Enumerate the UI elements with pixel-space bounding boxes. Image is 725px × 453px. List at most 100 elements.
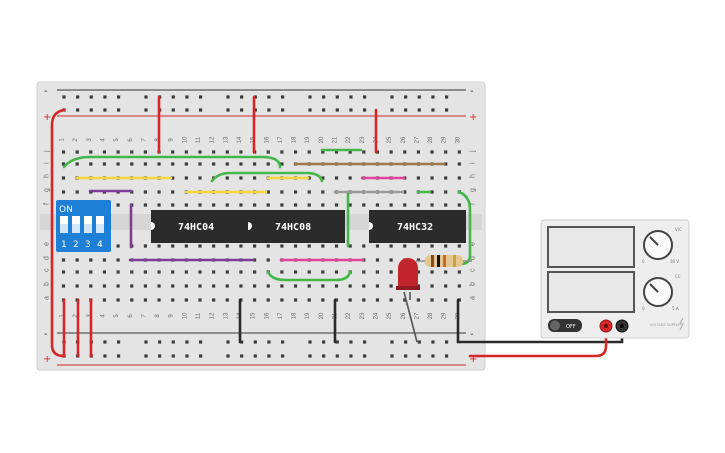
rail-hole[interactable] [62, 95, 66, 99]
rail-hole[interactable] [417, 108, 421, 112]
breadboard-hole[interactable] [293, 270, 298, 274]
breadboard-hole[interactable] [225, 298, 229, 302]
breadboard-hole[interactable] [61, 176, 66, 180]
breadboard-hole[interactable] [171, 270, 175, 274]
breadboard-hole[interactable] [334, 203, 339, 207]
rail-hole[interactable] [335, 95, 339, 99]
breadboard-hole[interactable] [430, 270, 434, 274]
power-supply[interactable]: V/C CC 0 30 V 0 5 A OFF VOLTAGE SUPPLY [540, 219, 690, 339]
breadboard-hole[interactable] [143, 203, 147, 207]
breadboard-hole[interactable] [184, 150, 188, 154]
breadboard-hole[interactable] [239, 203, 243, 207]
wire-red-rail-loop[interactable] [50, 108, 66, 358]
rail-hole[interactable] [267, 340, 271, 344]
rail-hole[interactable] [171, 108, 175, 112]
rail-hole[interactable] [431, 95, 435, 99]
rail-hole[interactable] [185, 108, 189, 112]
breadboard-hole[interactable] [280, 244, 284, 248]
rail-hole[interactable] [199, 340, 203, 344]
breadboard-hole[interactable] [157, 162, 161, 166]
breadboard-hole[interactable] [416, 244, 420, 248]
rail-hole[interactable] [308, 354, 312, 358]
breadboard-hole[interactable] [293, 150, 298, 154]
rail-hole[interactable] [144, 108, 148, 112]
breadboard-hole[interactable] [61, 258, 66, 262]
breadboard-hole[interactable] [348, 176, 352, 180]
breadboard-hole[interactable] [403, 150, 407, 154]
breadboard-hole[interactable] [293, 190, 298, 194]
breadboard-hole[interactable] [116, 244, 120, 248]
breadboard-hole[interactable] [239, 270, 243, 274]
breadboard-hole[interactable] [253, 244, 257, 248]
breadboard-hole[interactable] [389, 258, 393, 262]
breadboard-hole[interactable] [293, 298, 298, 302]
breadboard-hole[interactable] [239, 244, 243, 248]
breadboard-hole[interactable] [198, 176, 202, 180]
breadboard-hole[interactable] [266, 244, 270, 248]
breadboard-hole[interactable] [457, 162, 461, 166]
breadboard-hole[interactable] [130, 284, 134, 288]
breadboard-hole[interactable] [280, 162, 284, 166]
breadboard-hole[interactable] [389, 298, 393, 302]
breadboard-hole[interactable] [444, 244, 448, 248]
rail-hole[interactable] [363, 354, 367, 358]
breadboard-hole[interactable] [403, 190, 407, 194]
breadboard-hole[interactable] [102, 298, 107, 302]
breadboard-hole[interactable] [334, 284, 339, 288]
breadboard-hole[interactable] [389, 203, 393, 207]
breadboard-hole[interactable] [75, 284, 79, 288]
rail-hole[interactable] [240, 340, 244, 344]
breadboard-hole[interactable] [184, 298, 188, 302]
wire-red-psu[interactable] [468, 326, 608, 358]
breadboard-hole[interactable] [157, 284, 161, 288]
breadboard-hole[interactable] [253, 298, 257, 302]
breadboard-hole[interactable] [198, 162, 202, 166]
breadboard-hole[interactable] [334, 298, 339, 302]
breadboard-hole[interactable] [321, 176, 325, 180]
breadboard-hole[interactable] [416, 258, 420, 262]
rail-hole[interactable] [308, 95, 312, 99]
breadboard-hole[interactable] [116, 270, 120, 274]
breadboard-hole[interactable] [457, 270, 461, 274]
breadboard-hole[interactable] [130, 270, 134, 274]
rail-hole[interactable] [335, 354, 339, 358]
breadboard-hole[interactable] [457, 203, 461, 207]
rail-hole[interactable] [158, 340, 162, 344]
breadboard-hole[interactable] [362, 244, 366, 248]
breadboard-hole[interactable] [212, 203, 216, 207]
rail-hole[interactable] [144, 340, 148, 344]
rail-hole[interactable] [431, 354, 435, 358]
rail-hole[interactable] [417, 95, 421, 99]
rail-hole[interactable] [226, 340, 230, 344]
rail-hole[interactable] [240, 354, 244, 358]
breadboard-hole[interactable] [416, 270, 420, 274]
breadboard-hole[interactable] [198, 203, 202, 207]
breadboard-hole[interactable] [444, 190, 448, 194]
breadboard-hole[interactable] [389, 270, 393, 274]
breadboard-hole[interactable] [143, 244, 147, 248]
rail-hole[interactable] [117, 108, 121, 112]
breadboard-hole[interactable] [157, 298, 161, 302]
rail-hole[interactable] [349, 108, 353, 112]
rail-hole[interactable] [171, 354, 175, 358]
breadboard-hole[interactable] [253, 270, 257, 274]
breadboard-hole[interactable] [225, 284, 229, 288]
breadboard-hole[interactable] [430, 176, 434, 180]
breadboard-hole[interactable] [225, 176, 229, 180]
wire-green-long[interactable] [62, 155, 282, 169]
breadboard-hole[interactable] [225, 203, 229, 207]
breadboard-hole[interactable] [307, 270, 311, 274]
breadboard-hole[interactable] [348, 284, 352, 288]
breadboard-hole[interactable] [61, 270, 66, 274]
breadboard-hole[interactable] [348, 244, 352, 248]
rail-hole[interactable] [445, 340, 449, 344]
breadboard-hole[interactable] [266, 150, 270, 154]
breadboard-hole[interactable] [266, 162, 270, 166]
breadboard-hole[interactable] [198, 270, 202, 274]
breadboard-hole[interactable] [334, 176, 339, 180]
dip-toggle-2[interactable] [72, 216, 80, 233]
rail-hole[interactable] [322, 95, 326, 99]
breadboard-hole[interactable] [321, 150, 325, 154]
rail-hole[interactable] [390, 95, 394, 99]
breadboard-hole[interactable] [375, 258, 380, 262]
